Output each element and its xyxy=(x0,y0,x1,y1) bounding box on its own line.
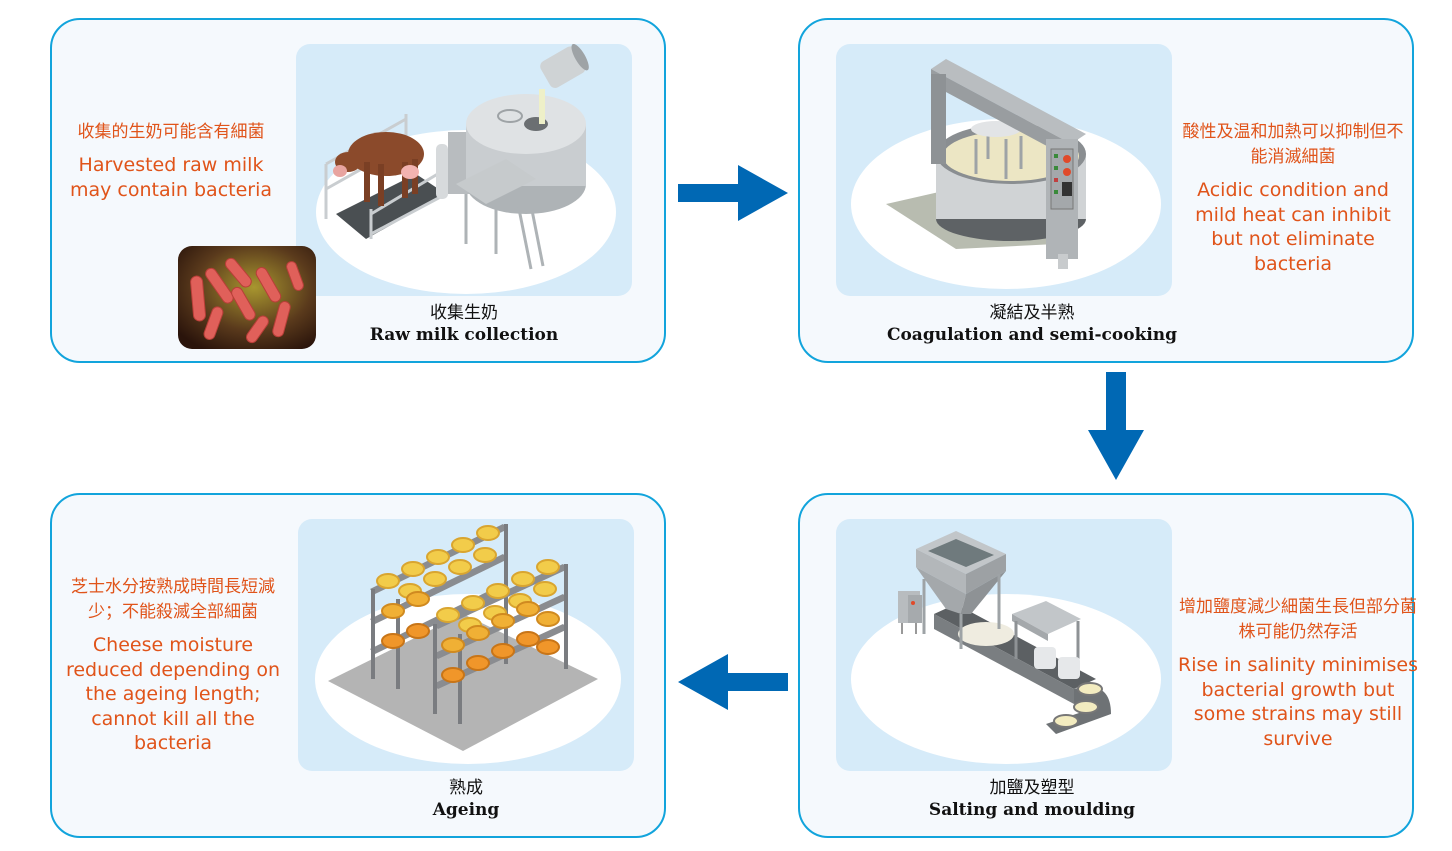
step-panel-raw-milk-collection: 收集的生奶可能含有細菌 Harvested raw milk may conta… xyxy=(50,18,666,363)
step-note: 增加鹽度減少細菌生長但部分菌株可能仍然存活 Rise in salinity m… xyxy=(1178,595,1418,751)
step-caption: 熟成 Ageing xyxy=(266,777,666,821)
note-en: Rise in salinity minimises bacterial gro… xyxy=(1178,654,1419,750)
caption-en: Salting and moulding xyxy=(928,800,1136,820)
caption-zh: 加鹽及塑型 xyxy=(989,778,1075,798)
caption-en: Raw milk collection xyxy=(369,325,559,345)
note-en: Acidic condition and mild heat can inhib… xyxy=(1195,179,1391,275)
note-en: Harvested raw milk may contain bacteria xyxy=(69,154,273,201)
step-panel-ageing: 芝士水分按熟成時間長短減少；不能殺滅全部細菌 Cheese moisture r… xyxy=(50,493,666,838)
step-note: 收集的生奶可能含有細菌 Harvested raw milk may conta… xyxy=(56,120,286,202)
step-caption: 收集生奶 Raw milk collection xyxy=(264,302,664,346)
arrow-right-icon xyxy=(676,163,790,223)
step-caption: 凝結及半熟 Coagulation and semi-cooking xyxy=(832,302,1232,346)
step-panel-coagulation: 酸性及温和加熱可以抑制但不能消滅細菌 Acidic condition and … xyxy=(798,18,1414,363)
note-zh: 芝士水分按熟成時間長短減少；不能殺滅全部細菌 xyxy=(71,577,275,622)
step-note: 芝士水分按熟成時間長短減少；不能殺滅全部細菌 Cheese moisture r… xyxy=(58,575,288,756)
caption-zh: 熟成 xyxy=(449,778,483,798)
caption-en: Coagulation and semi-cooking xyxy=(886,325,1178,345)
note-zh: 增加鹽度減少細菌生長但部分菌株可能仍然存活 xyxy=(1179,597,1417,642)
bacteria-photo xyxy=(178,246,316,349)
arrow-left-icon xyxy=(676,652,790,712)
step-panel-salting-moulding: 增加鹽度減少細菌生長但部分菌株可能仍然存活 Rise in salinity m… xyxy=(798,493,1418,838)
caption-en: Ageing xyxy=(432,800,500,820)
cow-milking-tank-icon xyxy=(296,44,632,296)
step-note: 酸性及温和加熱可以抑制但不能消滅細菌 Acidic condition and … xyxy=(1178,120,1408,276)
arrow-down-icon xyxy=(1086,370,1146,482)
cheese-racks-icon xyxy=(298,519,634,771)
note-en: Cheese moisture reduced depending on the… xyxy=(65,634,281,754)
step-caption: 加鹽及塑型 Salting and moulding xyxy=(832,777,1232,821)
note-zh: 收集的生奶可能含有細菌 xyxy=(77,122,265,142)
caption-zh: 收集生奶 xyxy=(430,303,498,323)
cheese-vat-icon xyxy=(836,44,1172,296)
hopper-conveyor-icon xyxy=(836,519,1172,771)
note-zh: 酸性及温和加熱可以抑制但不能消滅細菌 xyxy=(1182,122,1404,167)
caption-zh: 凝結及半熟 xyxy=(989,303,1075,323)
